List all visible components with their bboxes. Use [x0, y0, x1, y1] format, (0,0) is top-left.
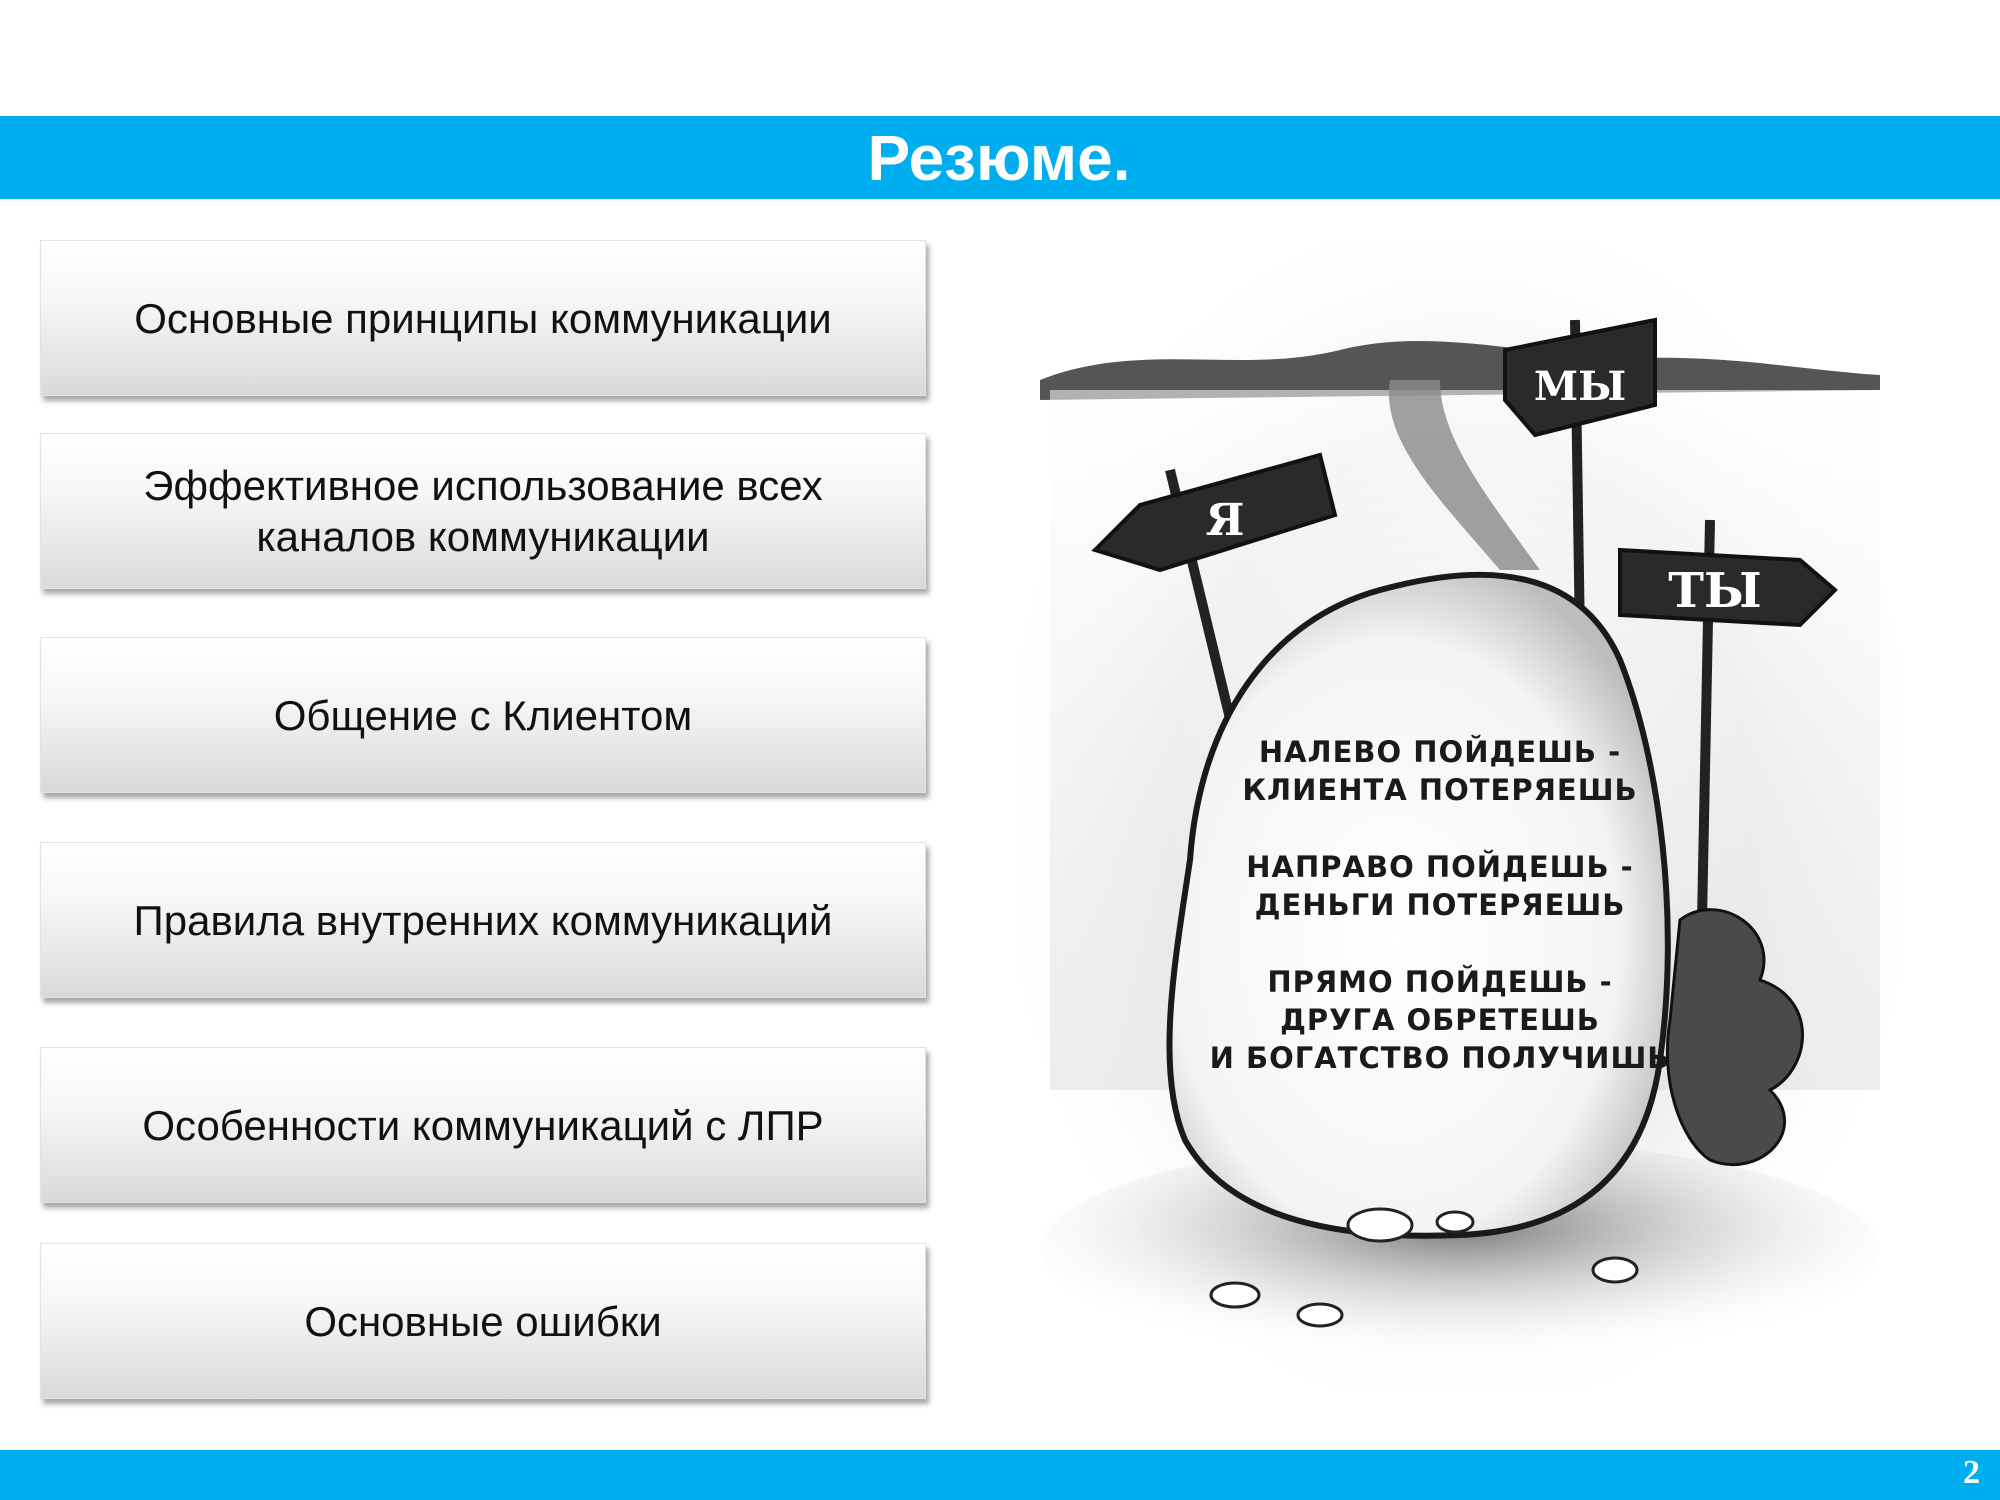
summary-item-label: Общение с Клиентом: [273, 691, 693, 739]
pebble: [1435, 1210, 1475, 1234]
stone-line-6: ДРУГА ОБРЕТЕШЬ: [1280, 1003, 1600, 1037]
summary-item-label: Основные ошибки: [304, 1297, 662, 1345]
page-number: 2: [1963, 1454, 1980, 1491]
stone-line-1: НАЛЕВО ПОЙДЕШЬ -: [1259, 735, 1621, 769]
sign-top: [1503, 317, 1657, 438]
pebble: [1296, 1302, 1344, 1328]
summary-item: Особенности коммуникаций с ЛПР: [40, 1047, 926, 1203]
stone-line-4: ДЕНЬГИ ПОТЕРЯЕШЬ: [1255, 888, 1626, 922]
summary-item-label: Эффективное использование всех каналов к…: [143, 462, 823, 560]
summary-item-label: Основные принципы коммуникации: [134, 294, 832, 342]
stone: [1166, 571, 1671, 1239]
pebble: [1209, 1281, 1261, 1309]
pebble: [1591, 1256, 1639, 1284]
summary-item-label: Правила внутренних коммуникаций: [133, 896, 833, 944]
stone-line-3: НАПРАВО ПОЙДЕШЬ -: [1246, 850, 1633, 884]
bush: [1665, 908, 1804, 1167]
summary-item-label: Особенности коммуникаций с ЛПР: [142, 1101, 824, 1149]
sign-left-label: Я: [1206, 495, 1245, 546]
summary-item: Основные ошибки: [40, 1243, 926, 1399]
sign-right: [1618, 547, 1838, 628]
stone-line-5: ПРЯМО ПОЙДЕШЬ -: [1267, 965, 1612, 999]
horizon: [1040, 340, 1880, 400]
summary-item: Эффективное использование всех каналов к…: [40, 433, 926, 589]
stone-line-2: КЛИЕНТА ПОТЕРЯЕШЬ: [1242, 773, 1637, 807]
sign-top-label: МЫ: [1534, 363, 1626, 410]
summary-item: Правила внутренних коммуникаций: [40, 842, 926, 998]
pebble: [1346, 1207, 1414, 1243]
summary-item: Основные принципы коммуникации: [40, 240, 926, 396]
summary-item: Общение с Клиентом: [40, 637, 926, 793]
sign-right-label: ТЫ: [1668, 563, 1761, 619]
road: [1388, 380, 1540, 570]
title-bar: Резюме.: [0, 116, 2000, 199]
crossroads-stone-illustration: Я МЫ ТЫ НАЛЕВО ПОЙДЕШЬ - КЛИЕНТА ПОТЕРЯЕ…: [1020, 240, 1900, 1390]
slide-title: Резюме.: [867, 121, 1131, 194]
footer-bar: 2: [0, 1450, 2000, 1500]
stone-line-7: И БОГАТСТВО ПОЛУЧИШЬ: [1210, 1041, 1671, 1075]
sign-left: [1091, 452, 1338, 573]
